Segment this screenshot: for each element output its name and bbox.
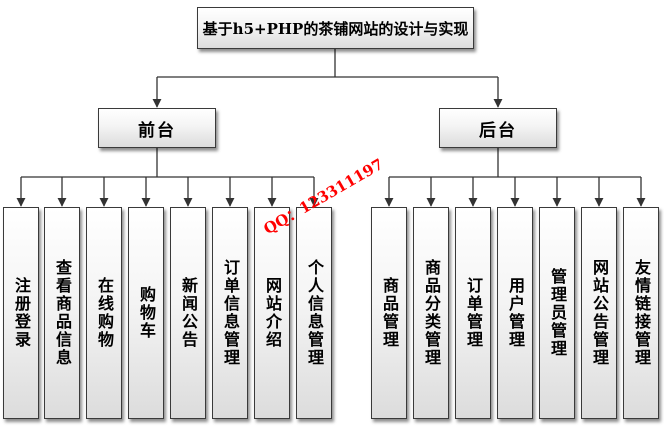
back-leaf: 网站公告管理 <box>581 207 617 419</box>
back-leaf: 用户管理 <box>497 207 533 419</box>
back-leaf: 商品分类管理 <box>413 207 449 419</box>
front-node: 前台 <box>98 108 216 148</box>
front-leaf: 个人信息管理 <box>296 207 332 419</box>
front-leaf: 查看商品信息 <box>44 207 80 419</box>
front-leaf: 新闻公告 <box>170 207 206 419</box>
root-node: 基于h5+PHP的茶铺网站的设计与实现 <box>197 7 474 49</box>
back-leaf: 订单管理 <box>455 207 491 419</box>
back-node: 后台 <box>439 108 557 148</box>
front-leaf: 订单信息管理 <box>212 207 248 419</box>
back-leaf: 管理员管理 <box>539 207 575 419</box>
front-leaf: 购物车 <box>128 207 164 419</box>
front-leaf: 注册登录 <box>3 207 39 419</box>
front-leaf: 网站介绍 <box>254 207 290 419</box>
back-leaf: 商品管理 <box>371 207 407 419</box>
front-leaf: 在线购物 <box>86 207 122 419</box>
back-leaf: 友情链接管理 <box>623 207 659 419</box>
